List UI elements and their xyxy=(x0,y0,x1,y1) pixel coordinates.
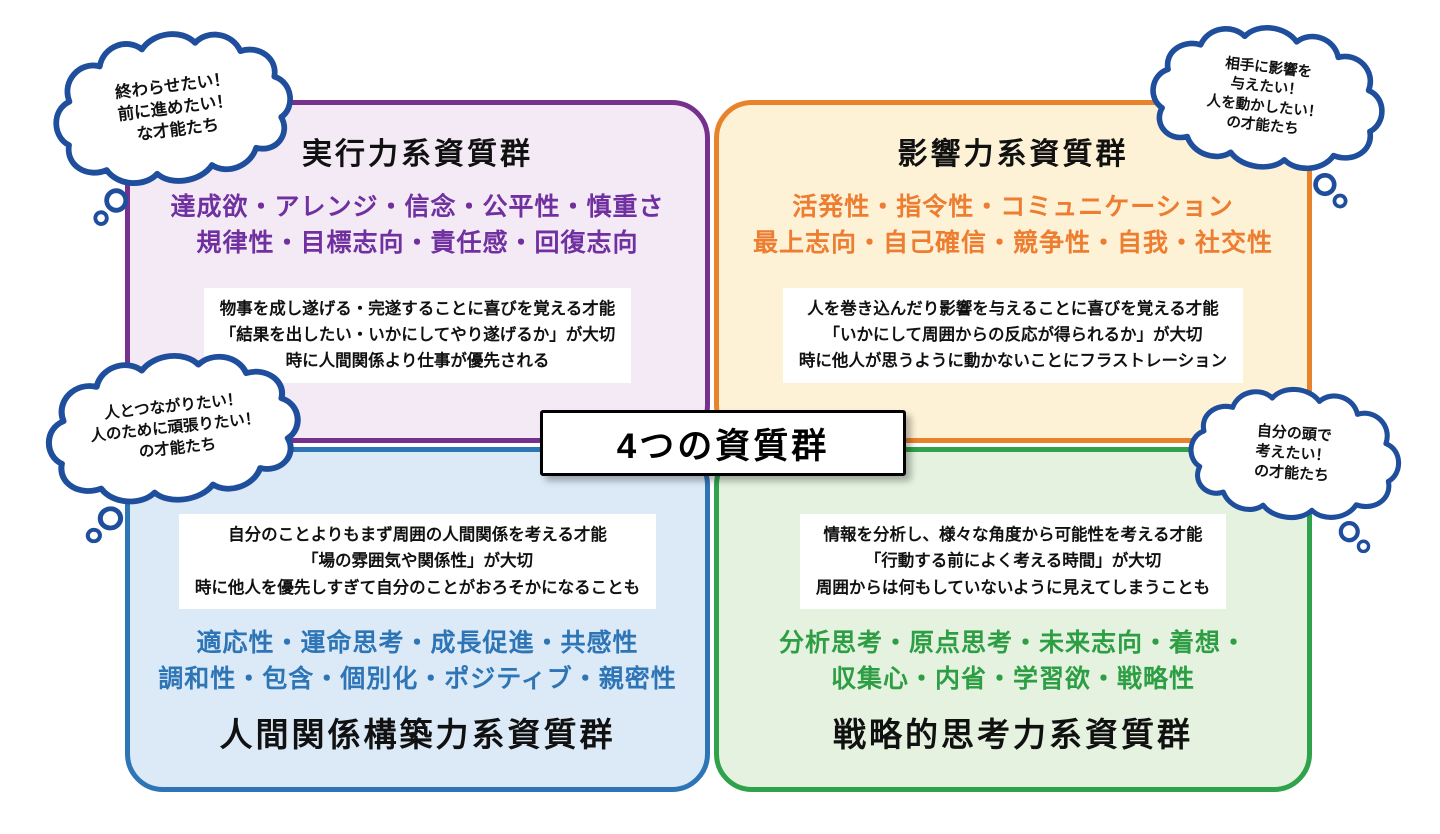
influencing-description-box: 人を巻き込んだり影響を与えることに喜びを覚える才能 「いかにして周囲からの反応が… xyxy=(782,287,1244,383)
executing-talents-line-2: 規律性・目標志向・責任感・回復志向 xyxy=(196,229,639,258)
thought-cloud-icon xyxy=(45,353,301,544)
quadrant-executing-content: 実行力系資質群 達成欲・アレンジ・信念・公平性・慎重さ 規律性・目標志向・責任感… xyxy=(130,105,705,438)
relationship-desc-line-2: 「場の雰囲気や関係性」が大切 xyxy=(301,552,533,571)
relationship-talent-list: 適応性・運命思考・成長促進・共感性 調和性・包含・個別化・ポジティブ・親密性 xyxy=(158,625,677,698)
strategic-talents-line-1: 分析思考・原点思考・未来志向・着想・ xyxy=(778,629,1247,658)
strategic-talent-list: 分析思考・原点思考・未来志向・着想・ 収集心・内省・学習欲・戦略性 xyxy=(779,625,1247,698)
cloud-strategic-line-3: の才能たち xyxy=(1253,462,1330,485)
relationship-talents-line-2: 調和性・包含・個別化・ポジティブ・親密性 xyxy=(158,665,677,694)
thought-cloud-relationship: 人とつながりたい！ 人のために頑張りたい！ の才能たち xyxy=(31,338,323,548)
executing-title: 実行力系資質群 xyxy=(302,138,533,171)
influencing-talents-line-2: 最上志向・自己確信・競争性・自我・社交性 xyxy=(752,229,1273,258)
quadrant-strategic: 情報を分析し、様々な角度から可能性を考える才能 「行動する前によく考える時間」が… xyxy=(714,447,1312,792)
strategic-talents-line-2: 収集心・内省・学習欲・戦略性 xyxy=(830,665,1195,694)
quadrant-relationship: 自分のことよりもまず周囲の人間関係を考える才能 「場の雰囲気や関係性」が大切 時… xyxy=(125,447,710,792)
thought-cloud-influencing: 相手に影響を 与えたい！ 人を動かしたい！ の才能たち xyxy=(1129,11,1398,212)
strategic-desc-line-1: 情報を分析し、様々な角度から可能性を考える才能 xyxy=(823,526,1203,544)
thought-cloud-icon xyxy=(1150,25,1385,209)
strategic-desc-line-3: 周囲からは何もしていないように見えてしまうことも xyxy=(815,578,1211,597)
thought-cloud-icon xyxy=(1188,386,1402,554)
cloud-strategic-text: 自分の頭で 考えたい！ の才能たち xyxy=(1191,386,1395,522)
influencing-desc-line-3: 時に他人が思うように動かないことにフラストレーション xyxy=(798,352,1228,371)
thought-cloud-icon xyxy=(53,31,293,226)
cloud-executing-text: 終わらせたい！ 前に進めたい！ な才能たち xyxy=(56,25,293,192)
quadrant-relationship-content: 自分のことよりもまず周囲の人間関係を考える才能 「場の雰囲気や関係性」が大切 時… xyxy=(130,452,705,787)
strategic-title: 戦略的思考力系資質群 xyxy=(833,715,1193,753)
influencing-desc-line-1: 人を巻き込んだり影響を与えることに喜びを覚える才能 xyxy=(807,299,1219,318)
cloud-relationship-text: 人とつながりたい！ 人のために頑張りたい！ の才能たち xyxy=(51,347,300,509)
thought-cloud-executing: 終わらせたい！ 前に進めたい！ な才能たち xyxy=(38,15,317,231)
executing-desc-line-2: 「結果を出したい・いかにしてやり遂げるか」が大切 xyxy=(219,325,616,344)
influencing-talent-list: 活発性・指令性・コミュニケーション 最上志向・自己確信・競争性・自我・社交性 xyxy=(753,189,1273,262)
executing-talents-line-1: 達成欲・アレンジ・信念・公平性・慎重さ xyxy=(170,193,665,221)
relationship-talents-line-1: 適応性・運命思考・成長促進・共感性 xyxy=(196,629,639,658)
relationship-description-box: 自分のことよりもまず周囲の人間関係を考える才能 「場の雰囲気や関係性」が大切 時… xyxy=(178,514,657,610)
strategic-desc-line-2: 「行動する前によく考える時間」が大切 xyxy=(864,552,1162,571)
cloud-influencing-text: 相手に影響を 与えたい！ 人を動かしたい！ の才能たち xyxy=(1151,20,1381,176)
executing-description-box: 物事を成し遂げる・完遂することに喜びを覚える才能 「結果を出したい・いかにしてや… xyxy=(203,287,632,383)
executing-desc-line-1: 物事を成し遂げる・完遂することに喜びを覚える才能 xyxy=(219,299,616,318)
influencing-talents-line-1: 活発性・指令性・コミュニケーション xyxy=(792,193,1234,221)
center-title: 4つの資質群 xyxy=(540,410,906,476)
executing-talent-list: 達成欲・アレンジ・信念・公平性・慎重さ 規律性・目標志向・責任感・回復志向 xyxy=(170,189,664,262)
thought-cloud-strategic: 自分の頭で 考えたい！ の才能たち xyxy=(1173,378,1412,556)
executing-desc-line-3: 時に人間関係より仕事が優先される xyxy=(285,352,550,371)
influencing-title: 影響力系資質群 xyxy=(897,138,1129,171)
relationship-title: 人間関係構築力系資質群 xyxy=(219,715,616,753)
relationship-desc-line-1: 自分のことよりもまず周囲の人間関係を考える才能 xyxy=(228,526,607,544)
relationship-desc-line-3: 時に他人を優先しすぎて自分のことがおろそかになることも xyxy=(194,578,641,597)
quadrant-strategic-content: 情報を分析し、様々な角度から可能性を考える才能 「行動する前によく考える時間」が… xyxy=(719,452,1307,787)
influencing-desc-line-2: 「いかにして周囲からの反応が得られるか」が大切 xyxy=(823,325,1203,344)
quadrant-influencing-content: 影響力系資質群 活発性・指令性・コミュニケーション 最上志向・自己確信・競争性・… xyxy=(719,105,1307,438)
strategic-description-box: 情報を分析し、様々な角度から可能性を考える才能 「行動する前によく考える時間」が… xyxy=(799,514,1227,610)
